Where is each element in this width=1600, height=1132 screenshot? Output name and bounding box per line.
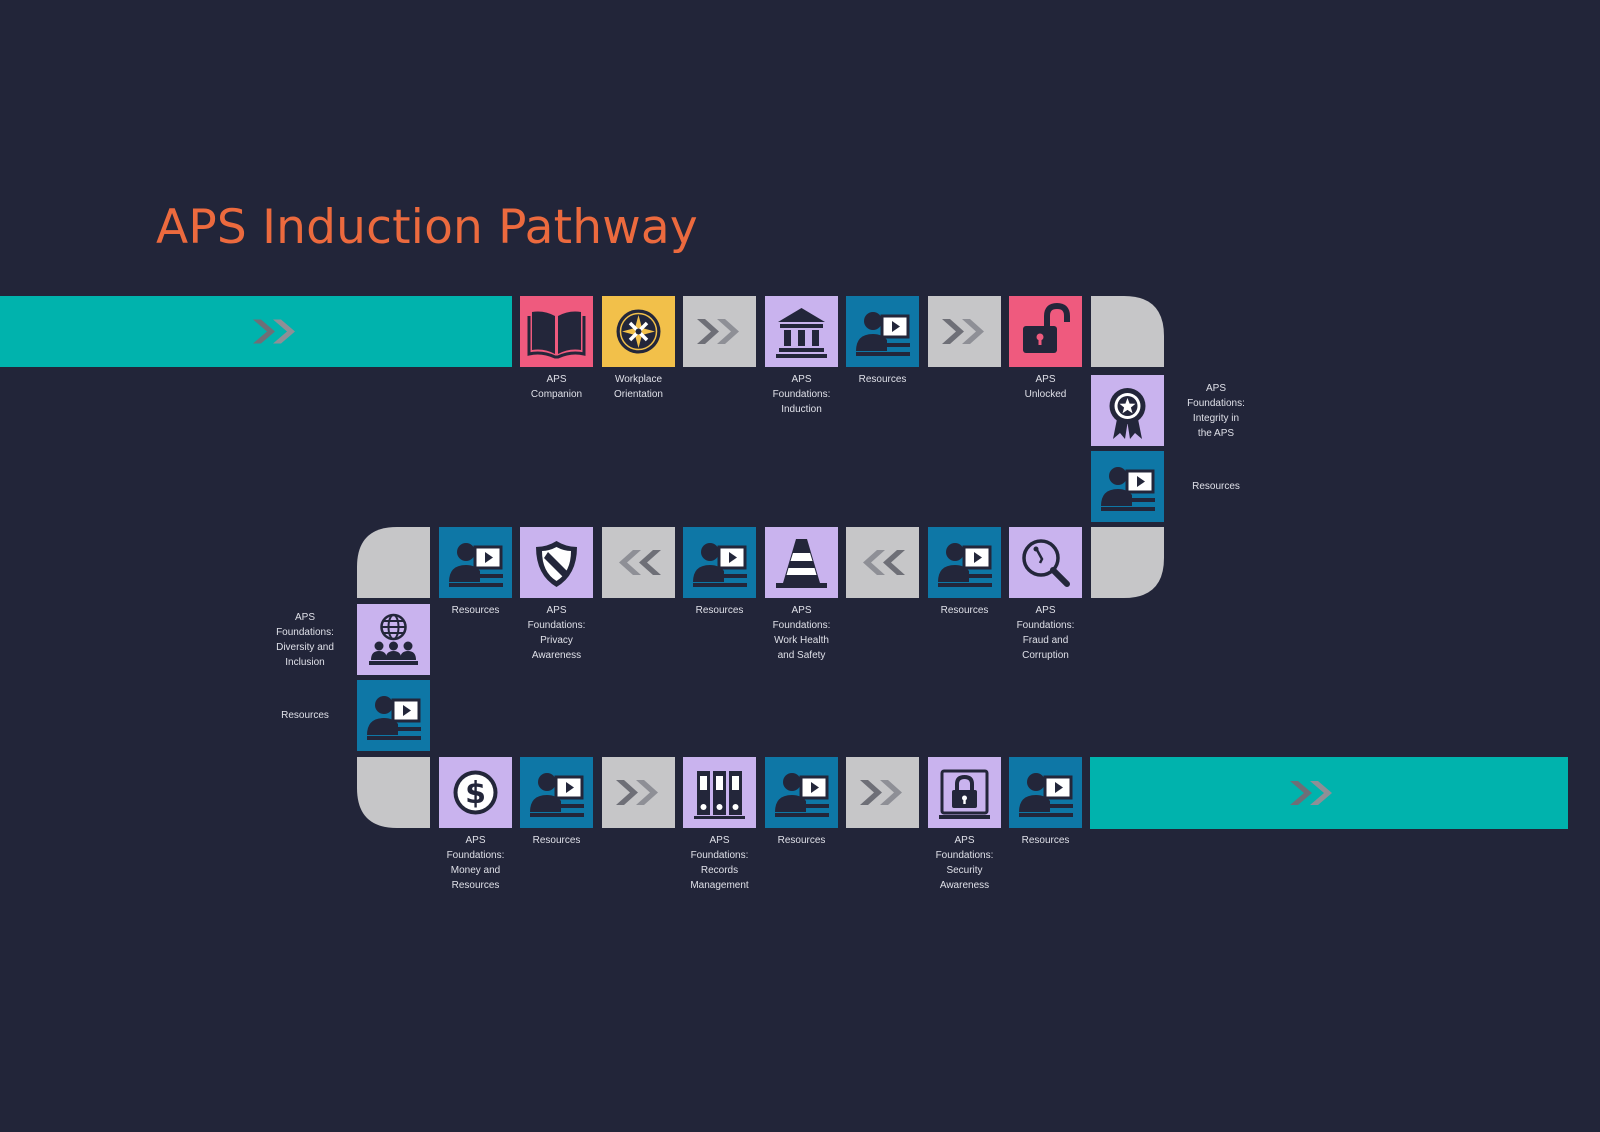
tile-aps-foundations-security[interactable]	[928, 757, 1001, 828]
tile-resources-r1[interactable]	[846, 296, 919, 367]
presenter-icon	[938, 543, 992, 587]
tile-resources-r3c[interactable]	[1009, 757, 1082, 828]
tile-label-resources-r2b: Resources	[695, 605, 744, 616]
presenter-icon	[367, 696, 421, 740]
tile-aps-foundations-integrity[interactable]	[1091, 375, 1164, 446]
corner-mid-left	[357, 527, 430, 598]
tile-aps-foundations-diversity[interactable]	[357, 604, 430, 675]
corner-mid-right	[1091, 527, 1164, 598]
start-bar	[0, 296, 512, 367]
tile-resources-r2b[interactable]	[683, 527, 756, 598]
tile-label-resources-r2c: Resources	[451, 605, 500, 616]
end-bar	[1090, 757, 1568, 829]
chevrons-left-icon	[619, 550, 661, 575]
presenter-icon	[1019, 773, 1073, 817]
traffic-cone-icon	[776, 539, 827, 588]
tile-workplace-orientation[interactable]	[602, 296, 675, 367]
page-title: APS Induction Pathway	[156, 200, 698, 255]
compass-icon	[616, 309, 661, 354]
tile-aps-foundations-privacy[interactable]	[520, 527, 593, 598]
tile-label-resources-r3a: Resources	[532, 835, 581, 846]
tile-aps-foundations-fraud[interactable]	[1009, 527, 1082, 598]
tile-label-aps-unlocked: APS Unlocked	[1024, 374, 1067, 400]
tile-connector-r2a	[846, 527, 919, 598]
magnifier-icon	[1022, 539, 1070, 587]
tile-label-aps-foundations-integrity: APS Foundations: Integrity in the APS	[1187, 382, 1245, 439]
tile-connector-r3b	[846, 757, 919, 828]
tile-aps-foundations-induction[interactable]	[765, 296, 838, 367]
chevrons-left-icon	[863, 550, 905, 575]
tile-connector-r1b	[928, 296, 1001, 367]
tile-connector-r3a	[602, 757, 675, 828]
presenter-icon	[856, 312, 910, 356]
ribbon-award-icon	[1109, 388, 1146, 439]
tile-label-resources-left: Resources	[281, 710, 329, 721]
tile-resources-r3a[interactable]	[520, 757, 593, 828]
tile-aps-companion[interactable]	[520, 296, 593, 367]
presenter-icon	[775, 773, 829, 817]
tile-label-resources-r2a: Resources	[940, 605, 989, 616]
presenter-icon	[693, 543, 747, 587]
tile-aps-foundations-money[interactable]: $	[439, 757, 512, 828]
tile-resources-r2a[interactable]	[928, 527, 1001, 598]
presenter-icon	[449, 543, 503, 587]
shield-icon	[536, 541, 577, 587]
tile-resources-left[interactable]	[357, 680, 430, 751]
tile-connector-r2b	[602, 527, 675, 598]
padlock-screen-icon	[939, 769, 990, 819]
tile-label-resources-r1: Resources	[858, 374, 907, 385]
dollar-coin-icon: $	[453, 770, 498, 815]
binders-icon	[694, 771, 745, 819]
chevrons-right-icon	[616, 780, 658, 805]
tile-resources-r2c[interactable]	[439, 527, 512, 598]
chevrons-right-icon	[860, 780, 902, 805]
chevrons-right-icon	[1290, 781, 1332, 805]
padlock-open-icon	[1023, 302, 1070, 353]
tile-label-aps-foundations-privacy: APS Foundations: Privacy Awareness	[527, 605, 586, 661]
book-icon	[527, 311, 586, 359]
corner-bottom-left	[357, 757, 430, 828]
tile-aps-foundations-whs[interactable]	[765, 527, 838, 598]
institution-icon	[776, 308, 827, 358]
tile-aps-unlocked[interactable]	[1009, 296, 1082, 367]
tile-label-aps-foundations-records: APS Foundations: Records Management	[690, 835, 749, 891]
presenter-icon	[530, 773, 584, 817]
tile-label-aps-foundations-whs: APS Foundations: Work Health and Safety	[772, 605, 831, 661]
tile-label-resources-right: Resources	[1192, 481, 1240, 492]
globe-people-icon	[369, 613, 418, 665]
tile-label-aps-foundations-induction: APS Foundations: Induction	[772, 374, 831, 415]
tile-label-workplace-orientation: Workplace Orientation	[614, 374, 663, 400]
tile-label-aps-foundations-security: APS Foundations: Security Awareness	[935, 835, 994, 891]
chevrons-right-icon	[253, 319, 295, 344]
tile-connector-r1a	[683, 296, 756, 367]
tile-label-resources-r3b: Resources	[777, 835, 826, 846]
svg-text:$: $	[465, 776, 486, 811]
tile-label-resources-r3c: Resources	[1021, 835, 1070, 846]
presenter-icon	[1101, 467, 1155, 511]
tile-label-aps-foundations-fraud: APS Foundations: Fraud and Corruption	[1016, 605, 1075, 661]
tile-resources-right[interactable]	[1091, 451, 1164, 522]
tile-label-aps-companion: APS Companion	[530, 374, 583, 400]
chevrons-right-icon	[942, 319, 984, 344]
tile-resources-r3b[interactable]	[765, 757, 838, 828]
tile-aps-foundations-records[interactable]	[683, 757, 756, 828]
corner-top-right	[1091, 296, 1164, 367]
tile-label-aps-foundations-money: APS Foundations: Money and Resources	[446, 835, 505, 891]
chevrons-right-icon	[697, 319, 739, 344]
tile-label-aps-foundations-diversity: APS Foundations: Diversity and Inclusion	[276, 611, 334, 668]
